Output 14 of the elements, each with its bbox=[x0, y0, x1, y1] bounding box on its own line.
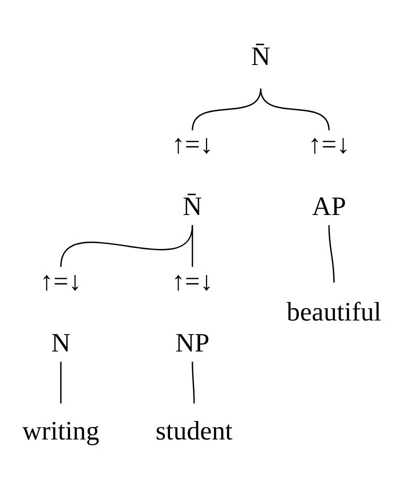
node-text: student bbox=[156, 416, 233, 446]
connector bbox=[60, 362, 62, 404]
node-text: writing bbox=[22, 416, 100, 446]
connector bbox=[328, 225, 335, 283]
node-text: ↑=↓ N bbox=[40, 266, 82, 358]
node-text: ↑=↓ N̄ bbox=[172, 129, 214, 221]
connector bbox=[192, 362, 195, 404]
node-text: ↑=↓ NP bbox=[172, 266, 214, 358]
connector bbox=[60, 225, 194, 267]
node-text: ↑=↓ AP bbox=[308, 129, 350, 221]
connector bbox=[260, 88, 330, 130]
node-text: beautiful bbox=[286, 296, 382, 327]
node-text: N̄ bbox=[251, 40, 270, 71]
connector bbox=[192, 225, 194, 267]
